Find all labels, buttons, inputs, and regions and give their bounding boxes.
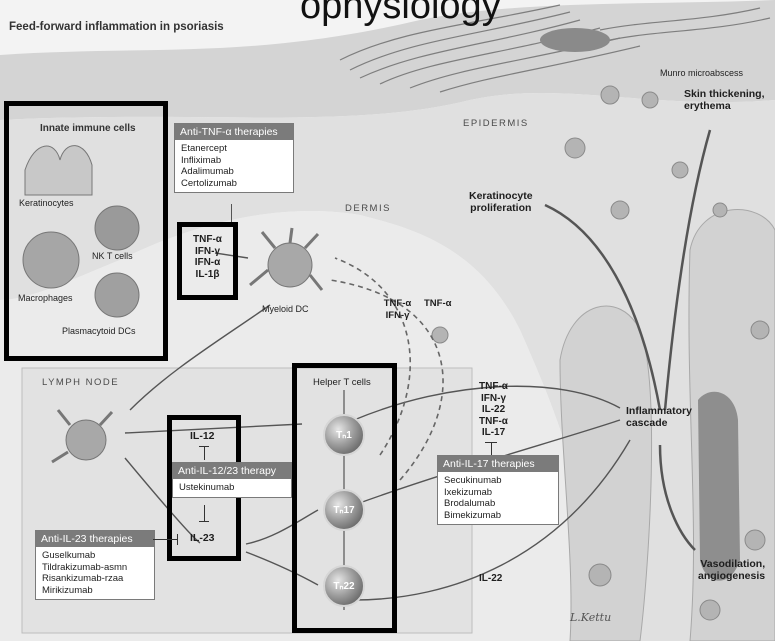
tnf-inhibit-line — [231, 204, 232, 222]
th17-cytokines: IL-22 TNF-α IL-17 — [471, 404, 516, 439]
th22-cell: Tₙ22 — [323, 565, 365, 607]
anti-il23-title: Anti-IL-23 therapies — [36, 531, 154, 547]
cytokine-label: IFN-γ — [471, 393, 516, 405]
cytokine-label: IL-1β — [182, 269, 233, 281]
cytokine-label: IFN-α — [182, 257, 233, 269]
anti-il23-list: Guselkumab Tildrakizumab-asmn Risankizum… — [36, 547, 154, 599]
diagram-title: Feed-forward inflammation in psoriasis — [9, 21, 224, 33]
il12-inhibit-line — [204, 446, 205, 460]
anti-il17-box: Anti-IL-17 therapies Secukinumab Ixekizu… — [437, 455, 559, 525]
vasodilation-label: Vasodilation, angiogenesis — [698, 558, 765, 582]
anti-il23-drug: Mirikizumab — [42, 585, 148, 597]
epidermis-label: EPIDERMIS — [463, 118, 529, 130]
anti-il12-23-box: Anti-IL-12/23 therapy Ustekinumab — [172, 462, 292, 498]
anti-il17-title: Anti-IL-17 therapies — [438, 456, 558, 472]
cytokine-label: IL-22 — [471, 404, 516, 416]
keratinocyte-proliferation-label: Keratinocyte proliferation — [469, 190, 533, 214]
anti-il23-drug: Risankizumab-rzaa — [42, 573, 148, 585]
cytokine-label: TNF-α — [182, 234, 233, 246]
th1-cell: Tₙ1 — [323, 414, 365, 456]
anti-il12-23-list: Ustekinumab — [173, 479, 291, 497]
anti-il23-inhibit-bar — [177, 534, 178, 545]
anti-il12-23-title: Anti-IL-12/23 therapy — [173, 463, 291, 479]
anti-il23-drug: Guselkumab — [42, 550, 148, 562]
cytokine-label: IFN-γ — [182, 246, 233, 258]
anti-tnf-list: Etanercept Infliximab Adalimumab Certoli… — [175, 140, 293, 192]
th1-cytokines: TNF-α IFN-γ — [471, 381, 516, 404]
anti-il17-drug: Brodalumab — [444, 498, 552, 510]
cytokine-label: TNF-α — [375, 298, 420, 310]
anti-il23-box: Anti-IL-23 therapies Guselkumab Tildraki… — [35, 530, 155, 600]
il23-inhibit-bar — [199, 521, 209, 522]
il23-inhibit-line — [204, 505, 205, 521]
feedback-cytokines-left: TNF-α IFN-γ — [375, 298, 420, 321]
cytokine-label: IFN-γ — [375, 310, 420, 322]
anti-tnf-title: Anti-TNF-α therapies — [175, 124, 293, 140]
anti-il23-inhibit-line — [153, 539, 177, 540]
anti-il17-drug: Secukinumab — [444, 475, 552, 487]
munro-label: Munro microabscess — [660, 67, 743, 79]
il23-label: IL-23 — [190, 532, 215, 544]
anti-il17-list: Secukinumab Ixekizumab Brodalumab Bimeki… — [438, 472, 558, 524]
myeloid-dc-label: Myeloid DC — [262, 303, 309, 315]
anti-tnf-drug: Infliximab — [181, 155, 287, 167]
top-banner-text: ophysiology — [300, 0, 501, 26]
anti-il17-drug: Ixekizumab — [444, 487, 552, 499]
artist-signature: L.Kettu — [570, 612, 611, 624]
skin-thickening-label: Skin thickening, erythema — [684, 88, 765, 112]
th22-cytokine: IL-22 — [479, 573, 502, 585]
lymph-node-label: LYMPH NODE — [42, 377, 119, 389]
anti-tnf-box: Anti-TNF-α therapies Etanercept Inflixim… — [174, 123, 294, 193]
anti-tnf-drug: Etanercept — [181, 143, 287, 155]
cytokine-label: TNF-α — [471, 416, 516, 428]
anti-il17-drug: Bimekizumab — [444, 510, 552, 522]
anti-il12-23-drug: Ustekinumab — [179, 482, 285, 494]
cytokine-label: TNF-α — [471, 381, 516, 393]
anti-tnf-drug: Adalimumab — [181, 166, 287, 178]
anti-il23-drug: Tildrakizumab-asmn — [42, 562, 148, 574]
cytokine-label: IL-17 — [471, 427, 516, 439]
il12-label: IL-12 — [190, 430, 215, 442]
il17-inhibit-line — [491, 442, 492, 455]
helper-t-title: Helper T cells — [313, 377, 371, 389]
dermis-label: DERMIS — [345, 203, 391, 215]
th17-cell: Tₙ17 — [323, 489, 365, 531]
innate-cytokine-list: TNF-α IFN-γ IFN-α IL-1β — [182, 234, 233, 280]
feedback-cytokine-right: TNF-α — [424, 298, 451, 310]
innate-highlight-box — [4, 101, 168, 361]
inflammatory-cascade-label: Inflammatory cascade — [626, 405, 692, 429]
anti-tnf-drug: Certolizumab — [181, 178, 287, 190]
